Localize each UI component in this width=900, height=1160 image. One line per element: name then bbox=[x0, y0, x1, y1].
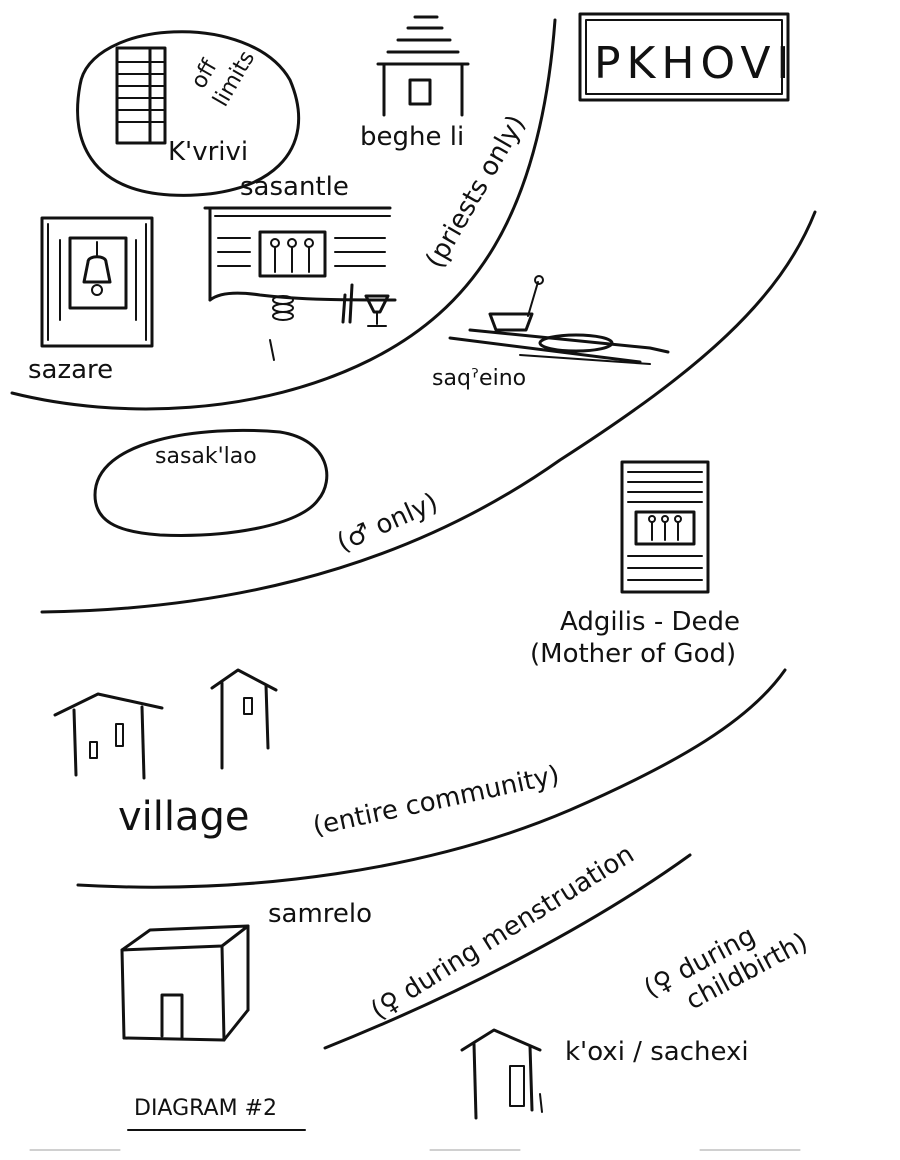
samrelo-label: samrelo bbox=[268, 899, 372, 929]
sasantle-label: sasantle bbox=[240, 172, 349, 202]
begheli-label: beghe li bbox=[360, 122, 464, 152]
sasantle-shrine: sasantle bbox=[203, 172, 397, 361]
adgilis-dede-label: Adgilis - Dede bbox=[560, 607, 740, 637]
kvrivi-tower-icon bbox=[115, 46, 167, 145]
menstruation-label: (♀ during menstruation bbox=[366, 839, 640, 1026]
koxi-hut-icon bbox=[460, 1028, 543, 1120]
sazare-bell-icon bbox=[40, 216, 154, 348]
diagram-number: DIAGRAM #2 bbox=[134, 1096, 277, 1121]
koxi-sachexi-label: k'oxi / sachexi bbox=[565, 1037, 749, 1067]
men-only-label: (♂ only) bbox=[333, 488, 443, 559]
village-place: village bbox=[53, 668, 278, 840]
title-box: PKHOVI bbox=[578, 12, 795, 102]
village-label: village bbox=[118, 794, 250, 840]
sasantle-building-icon bbox=[203, 206, 397, 361]
sasaklao-place: sasak'lao bbox=[93, 428, 329, 537]
saqeino-place: saqˀeino bbox=[432, 275, 670, 391]
sasaklao-label: sasak'lao bbox=[155, 444, 257, 469]
adgilis-dede-building-icon bbox=[620, 460, 710, 594]
kvrivi-area: off limits K'vrivi bbox=[76, 30, 301, 197]
sazare-shrine: sazare bbox=[28, 216, 154, 385]
saqeino-table-icon bbox=[448, 275, 670, 365]
entire-community-label: (entire community) bbox=[310, 760, 562, 842]
village-house-icon-1 bbox=[53, 692, 164, 780]
boundary-curve-priests bbox=[10, 18, 557, 411]
boundary-curve-community bbox=[76, 668, 787, 889]
koxi-sachexi-place: k'oxi / sachexi bbox=[460, 1028, 749, 1120]
samrelo-place: samrelo bbox=[120, 899, 372, 1042]
village-house-icon-2 bbox=[210, 668, 278, 770]
saqeino-label: saqˀeino bbox=[432, 366, 526, 391]
mother-of-god-label: (Mother of God) bbox=[530, 639, 736, 669]
adgilis-dede-shrine: Adgilis - Dede (Mother of God) bbox=[530, 460, 740, 669]
samrelo-building-icon bbox=[120, 924, 250, 1042]
begheli-building-icon bbox=[376, 15, 470, 117]
boundary-curve-women bbox=[323, 853, 692, 1050]
page-title: PKHOVI bbox=[594, 38, 795, 89]
boundary-curve-men bbox=[40, 210, 817, 614]
begheli-shrine: beghe li bbox=[360, 15, 470, 152]
kvrivi-label: K'vrivi bbox=[168, 137, 248, 167]
footer-caption: DIAGRAM #2 bbox=[127, 1096, 306, 1131]
sazare-label: sazare bbox=[28, 355, 113, 385]
